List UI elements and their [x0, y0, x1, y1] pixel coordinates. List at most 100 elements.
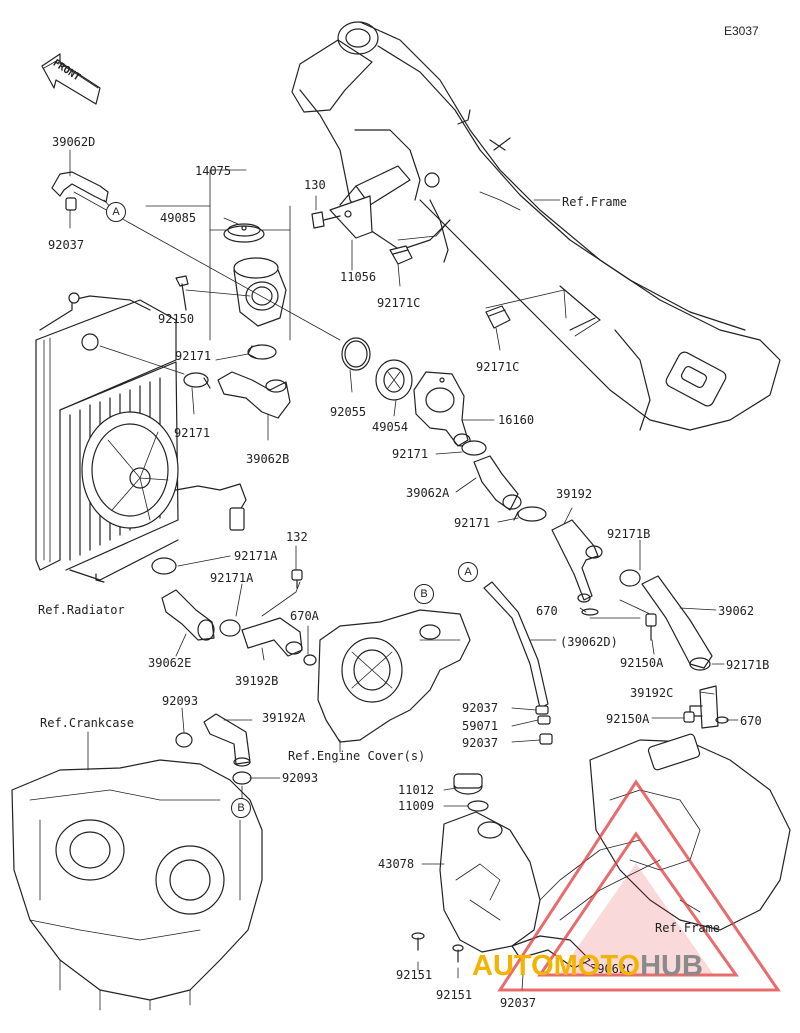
- label-92171c-1: 92171C: [377, 296, 421, 310]
- ref-crankcase: Ref.Crankcase: [40, 716, 134, 730]
- label-92171-4: 92171: [454, 516, 491, 530]
- label-59071: 59071: [462, 719, 499, 733]
- label-92171b-2: 92171B: [726, 658, 770, 672]
- bolt-92150a-2: [683, 711, 695, 723]
- pump-cover-43078: [439, 773, 541, 953]
- o-ring-670a: [303, 654, 317, 666]
- label-92093-2: 92093: [282, 771, 319, 785]
- label-92171a-1: 92171A: [234, 549, 278, 563]
- hose-39062a: [473, 455, 522, 511]
- label-92150: 92150: [158, 312, 195, 326]
- watermark-text: AUTOMOTOHUB: [472, 950, 703, 982]
- bolt-92150a-1: [645, 613, 657, 641]
- label-92037-1: 92037: [48, 238, 85, 252]
- label-92171c-2: 92171C: [476, 360, 520, 374]
- hose-39062: [641, 575, 713, 671]
- label-39062d-ref: (39062D): [560, 635, 618, 649]
- thermostat-49054: [375, 359, 413, 401]
- label-670-2: 670: [740, 714, 762, 728]
- crankcase-drawing: [11, 759, 263, 1011]
- marker-b-2: B: [231, 798, 251, 818]
- clamp-92171a-1: [151, 557, 177, 575]
- marker-a-1: A: [106, 202, 126, 222]
- label-92151-1: 92151: [396, 968, 433, 982]
- hose-39062d: [51, 171, 109, 211]
- label-670a: 670A: [290, 609, 319, 623]
- frame-bottom-drawing: [539, 733, 791, 931]
- hose-39062d-ref: [483, 581, 553, 745]
- label-39192c: 39192C: [630, 686, 674, 700]
- thermostat-housing-16160: [413, 371, 471, 447]
- clamp-92171-4: [513, 506, 547, 522]
- bolt-92151-2: [452, 944, 464, 963]
- label-92037-2: 92037: [462, 701, 499, 715]
- bolt-92150: [175, 275, 189, 311]
- clamp-92171c-2: [485, 305, 511, 329]
- label-92037-4: 92037: [500, 996, 537, 1010]
- label-49054: 49054: [372, 420, 409, 434]
- label-132: 132: [286, 530, 308, 544]
- pipe-39192a: [203, 713, 251, 767]
- clamp-92171-3: [461, 440, 487, 456]
- pipe-39192b: [241, 581, 303, 657]
- label-92151-2: 92151: [436, 988, 473, 1002]
- label-43078: 43078: [378, 857, 415, 871]
- ref-radiator: Ref.Radiator: [38, 603, 125, 617]
- label-39062e: 39062E: [148, 656, 192, 670]
- label-130: 130: [304, 178, 326, 192]
- front-arrow-icon: [41, 53, 101, 105]
- diagram-code: E3037: [724, 24, 759, 38]
- marker-a-2: A: [458, 562, 478, 582]
- label-92171b-1: 92171B: [607, 527, 651, 541]
- filler-neck-14075: [145, 205, 291, 341]
- label-92055: 92055: [330, 405, 367, 419]
- bolt-92151-1: [411, 932, 425, 951]
- bracket-11056: [329, 195, 373, 239]
- label-92150a-2: 92150A: [606, 712, 650, 726]
- marker-b-1: B: [414, 584, 434, 604]
- ref-engine-cover: Ref.Engine Cover(s): [288, 749, 426, 763]
- label-39062d: 39062D: [52, 135, 96, 149]
- label-92171-1: 92171: [175, 349, 212, 363]
- hose-39062e: [161, 589, 215, 641]
- label-39192b: 39192B: [235, 674, 279, 688]
- ref-frame-bottom: Ref.Frame: [655, 921, 721, 935]
- clamp-92171c-1: [389, 245, 413, 265]
- bolt-130: [311, 211, 341, 229]
- frame-drawing: [291, 21, 781, 431]
- label-39062: 39062: [718, 604, 755, 618]
- clamp-92171a-2: [219, 619, 241, 637]
- joint-39192c: [689, 685, 719, 729]
- label-11012: 11012: [398, 783, 435, 797]
- watermark-logo-icon: [497, 779, 781, 992]
- radiator-drawing: [35, 292, 247, 583]
- label-39062a: 39062A: [406, 486, 450, 500]
- label-11056: 11056: [340, 270, 377, 284]
- hose-39062b: [217, 371, 291, 419]
- o-ring-92055: [341, 337, 371, 371]
- clamp-92171b-1: [619, 569, 641, 587]
- label-16160: 16160: [498, 413, 535, 427]
- pipe-39192: [551, 519, 603, 603]
- label-92171-3: 92171: [392, 447, 429, 461]
- o-ring-92093-1: [175, 732, 193, 748]
- o-ring-670-1: [581, 608, 599, 616]
- label-49085: 49085: [160, 211, 197, 225]
- label-39062b: 39062B: [246, 452, 290, 466]
- label-92093-1: 92093: [162, 694, 199, 708]
- label-11009: 11009: [398, 799, 435, 813]
- label-92171-2: 92171: [174, 426, 211, 440]
- label-14075: 14075: [195, 164, 232, 178]
- label-92171a-2: 92171A: [210, 571, 254, 585]
- bolt-132: [291, 569, 303, 589]
- engine-cover-drawing: [317, 609, 471, 743]
- label-39062c: 39062C: [590, 962, 634, 976]
- label-92037-3: 92037: [462, 736, 499, 750]
- o-ring-92093-2: [232, 771, 252, 785]
- label-39192: 39192: [556, 487, 593, 501]
- ref-frame-top: Ref.Frame: [562, 195, 628, 209]
- clamp-92171-1: [247, 344, 277, 360]
- label-670-1: 670: [536, 604, 558, 618]
- label-92150a-1: 92150A: [620, 656, 664, 670]
